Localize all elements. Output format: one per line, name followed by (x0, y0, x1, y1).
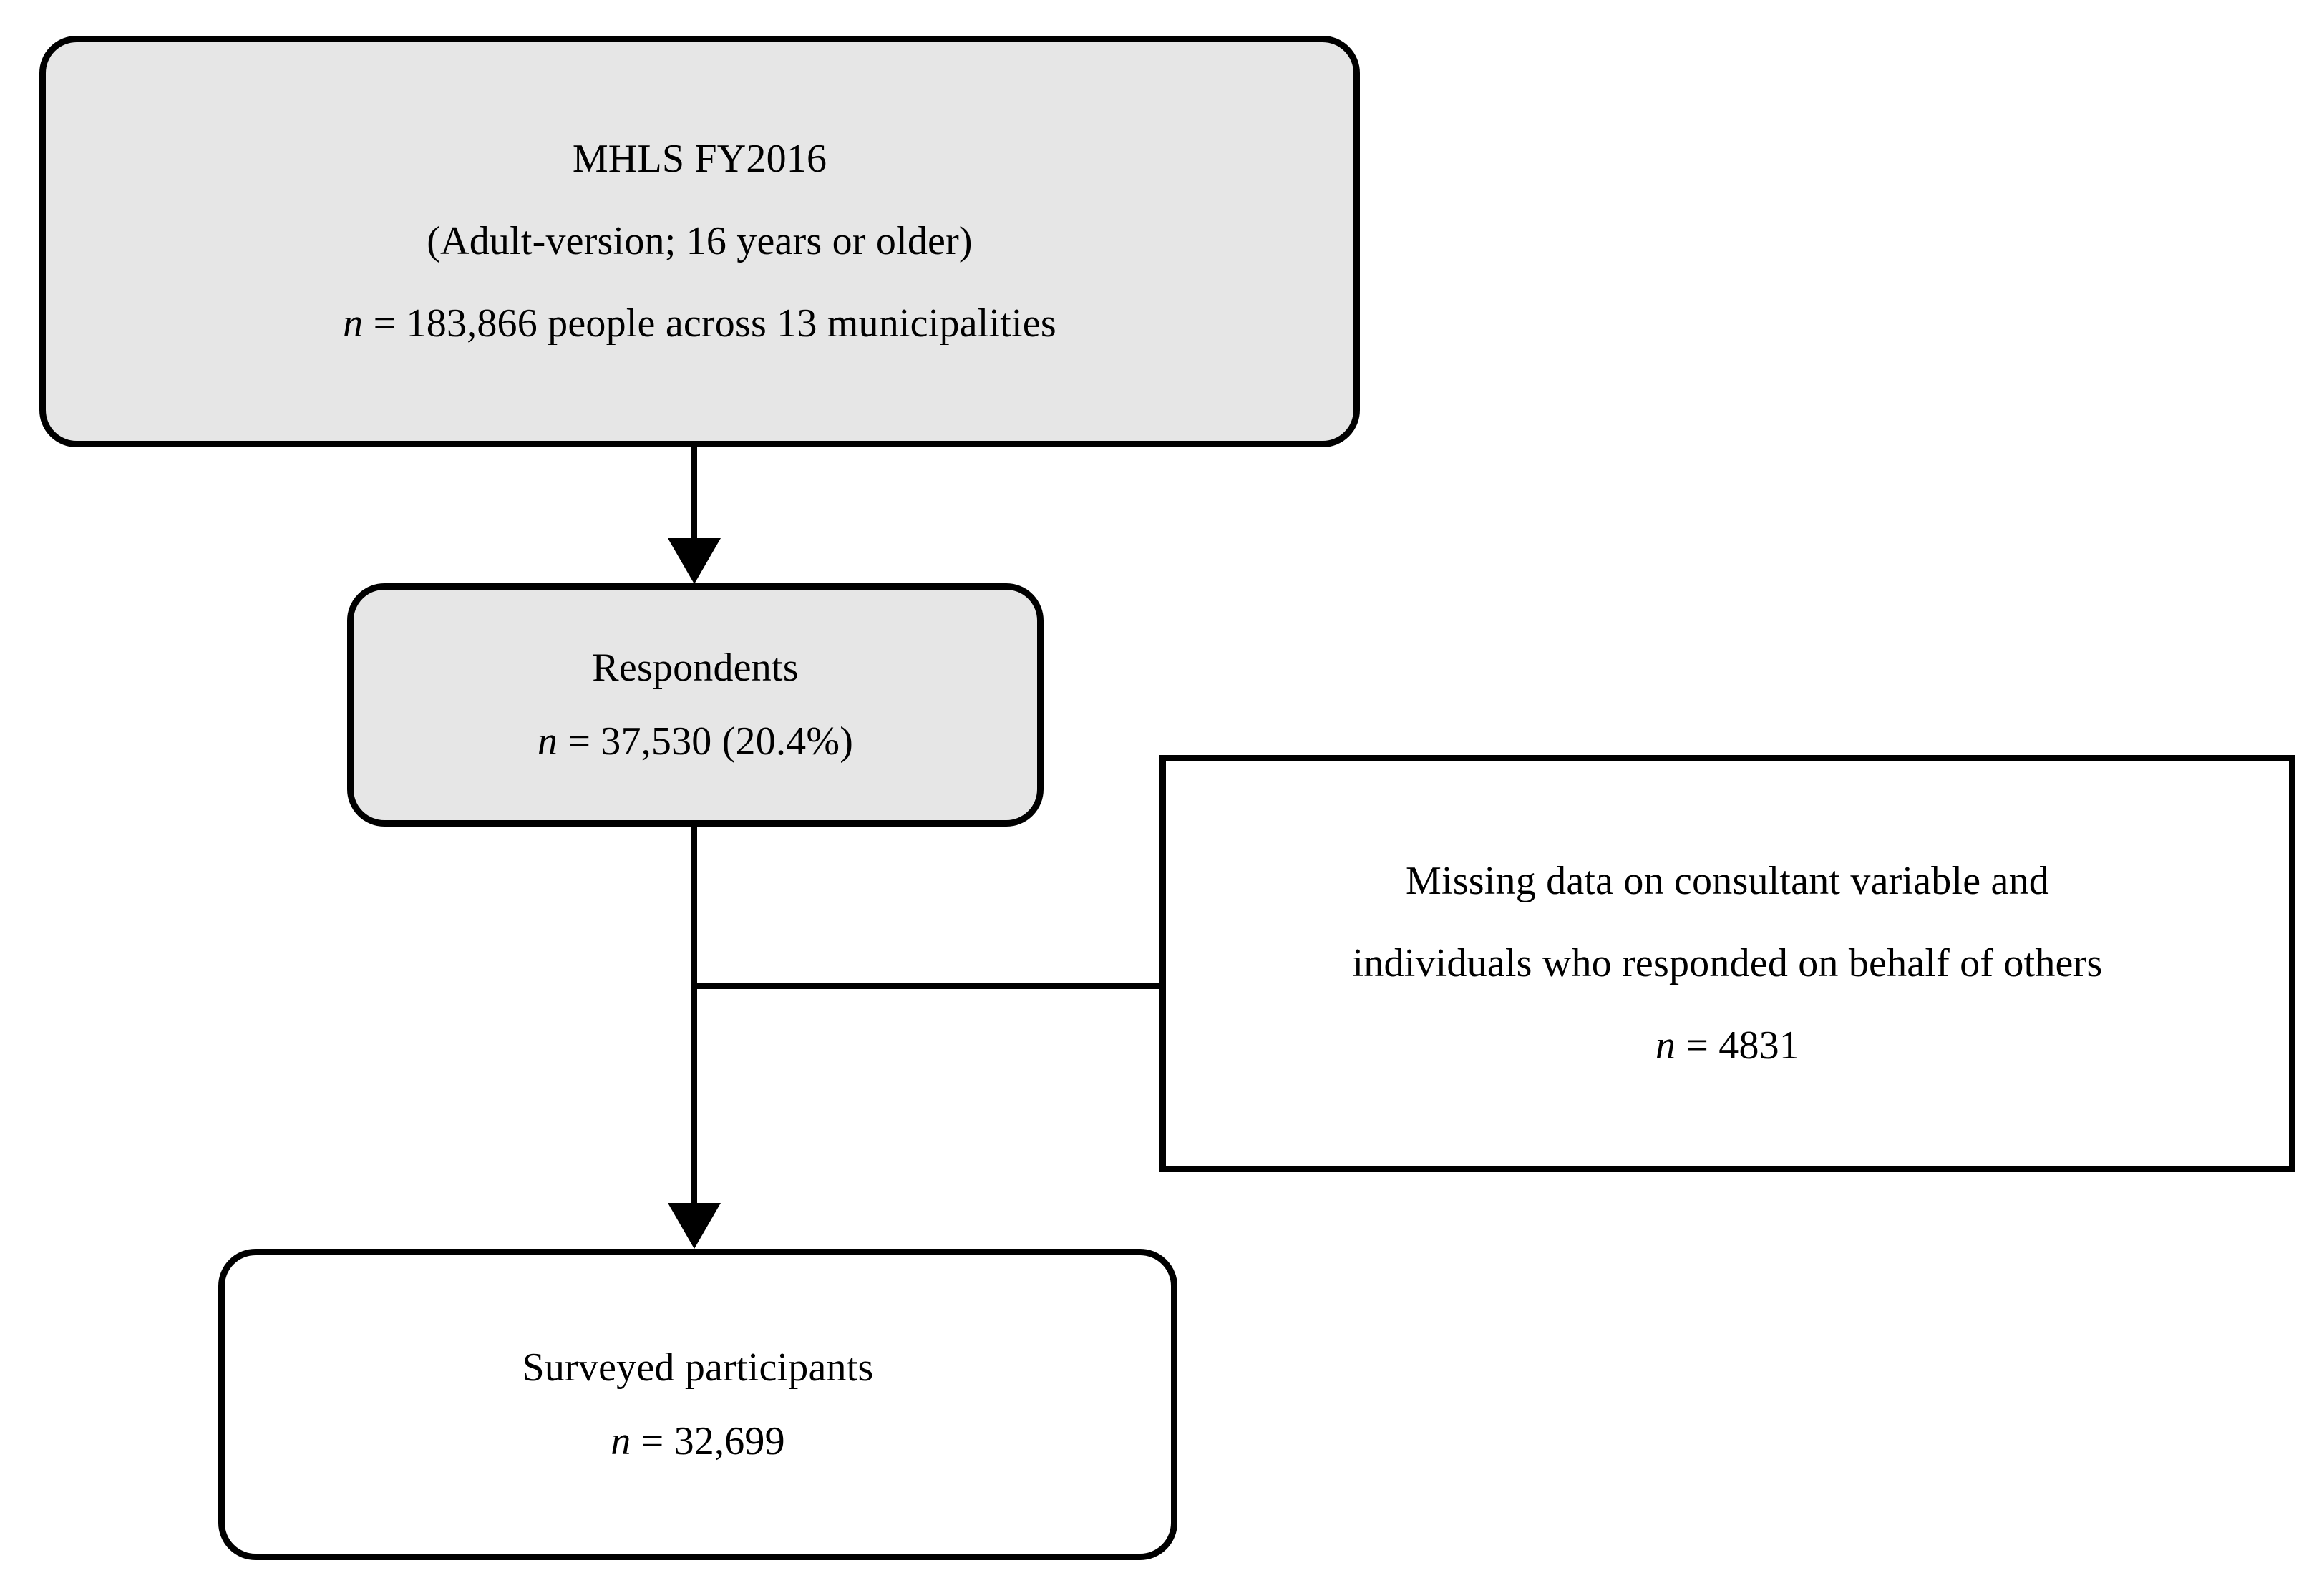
connector-respondents-to-participants-shaft (691, 827, 697, 1206)
arrow-down-icon (668, 538, 721, 584)
n-symbol: n (611, 1418, 631, 1463)
source-title: MHLS FY2016 (572, 137, 827, 182)
arrow-down-icon (668, 1203, 721, 1249)
excluded-reason-line-2: individuals who responded on behalf of o… (1352, 941, 2103, 986)
source-subtitle: (Adult-version; 16 years or older) (427, 219, 973, 264)
excluded-reason-line-1: Missing data on consultant variable and (1406, 859, 2049, 904)
participants-sample-size-value: = 32,699 (641, 1418, 785, 1463)
connector-source-to-respondents-shaft (691, 447, 697, 544)
excluded-sample-size: n = 4831 (1166, 1023, 2289, 1068)
source-population-box: MHLS FY2016 (Adult-version; 16 years or … (39, 36, 1360, 447)
respondents-title: Respondents (592, 646, 799, 691)
source-sample-size-value: = 183,866 people across 13 municipalitie… (373, 301, 1056, 346)
respondents-box: Respondents n = 37,530 (20.4%) (347, 583, 1044, 827)
n-symbol: n (343, 301, 364, 346)
n-symbol: n (537, 719, 558, 764)
participants-sample-size: n = 32,699 (225, 1418, 1171, 1463)
n-symbol: n (1655, 1023, 1676, 1068)
surveyed-participants-box: Surveyed participants n = 32,699 (218, 1249, 1177, 1560)
respondents-sample-size-value: = 37,530 (20.4%) (568, 719, 854, 764)
source-sample-size: n = 183,866 people across 13 municipalit… (46, 301, 1353, 346)
participants-title: Surveyed participants (522, 1345, 874, 1390)
connector-respondents-to-excluded-branch (691, 983, 1164, 989)
excluded-sample-size-value: = 4831 (1686, 1023, 1800, 1068)
excluded-box: Missing data on consultant variable and … (1159, 755, 2295, 1172)
respondents-sample-size: n = 37,530 (20.4%) (354, 721, 1037, 763)
